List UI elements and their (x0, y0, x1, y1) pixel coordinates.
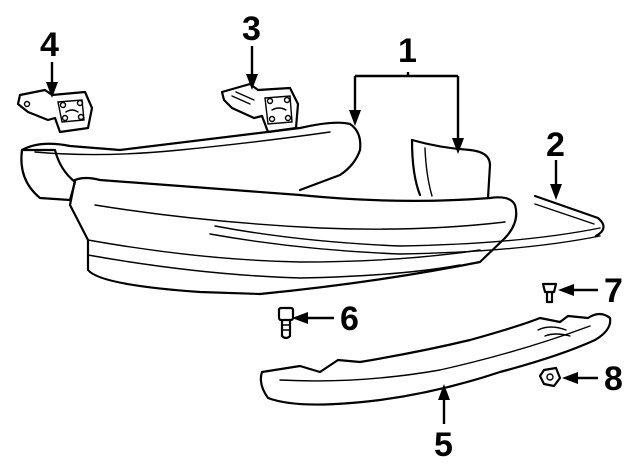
clip-part-8 (538, 366, 562, 388)
callout-2: 2 (546, 126, 565, 164)
bracket-right-part-3 (220, 82, 300, 134)
callout-3: 3 (242, 10, 261, 48)
leader-3 (246, 46, 258, 90)
callout-6: 6 (340, 300, 359, 338)
lower-spoiler-part-5 (259, 312, 612, 406)
molding-strip-part-2 (533, 194, 605, 238)
callout-5: 5 (434, 426, 453, 464)
leader-6 (292, 312, 334, 324)
callout-4: 4 (40, 26, 59, 64)
callout-7: 7 (604, 272, 623, 310)
screw-part-7 (541, 282, 558, 304)
callout-8: 8 (604, 360, 623, 398)
bolt-part-6 (277, 306, 295, 340)
leader-7 (558, 284, 598, 296)
leader-1 (349, 72, 464, 154)
bracket-left-part-4 (16, 88, 94, 134)
bumper-cover-part-1 (20, 121, 601, 296)
leader-8 (562, 372, 598, 384)
leader-4 (46, 62, 58, 98)
callout-1: 1 (398, 32, 417, 70)
leader-5 (438, 384, 450, 424)
leader-2 (550, 160, 562, 200)
